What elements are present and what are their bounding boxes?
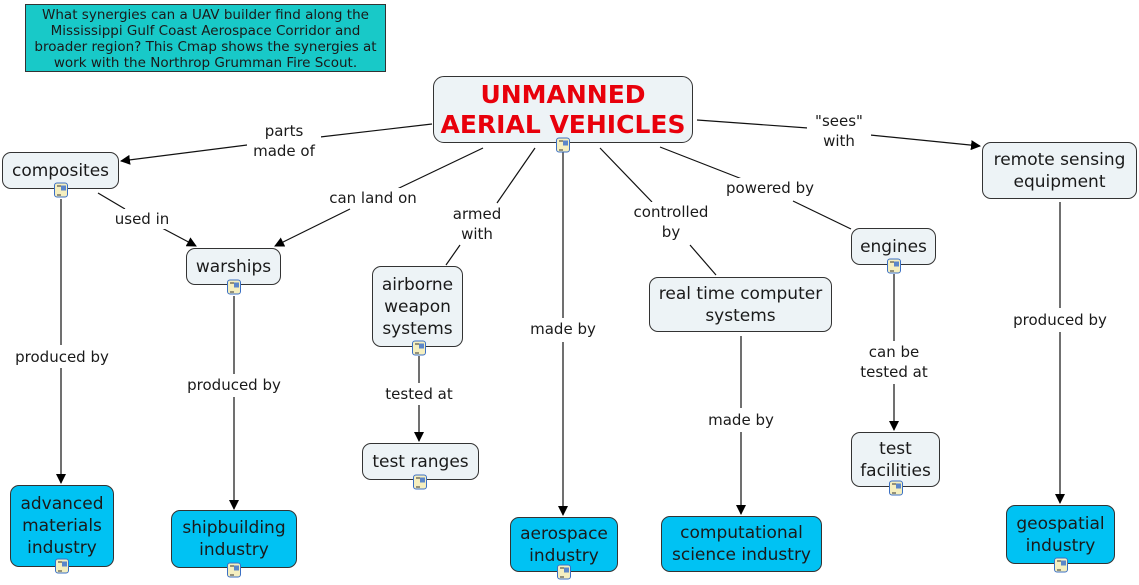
concept-remote-sensing-equipment[interactable]: remote sensing equipment [982, 142, 1137, 199]
link-line [696, 119, 809, 129]
concept-uav[interactable]: UNMANNED AERIAL VEHICLES [433, 76, 693, 143]
link-arrow [869, 134, 981, 151]
concept-aerospace-industry[interactable]: aerospace industry [510, 517, 618, 572]
concept-label: advanced materials industry [20, 494, 104, 558]
link-line [659, 146, 743, 180]
concept-airborne-weapon-systems[interactable]: airborne weapon systems [372, 266, 463, 347]
concept-label: computational science industry [671, 523, 811, 565]
link-line [319, 123, 433, 138]
link-label-can-land-on: can land on [327, 188, 419, 208]
concept-label: shipbuilding industry [182, 518, 286, 560]
concept-label: airborne weapon systems [381, 274, 454, 339]
link-label-produced-by: produced by [1011, 310, 1109, 330]
resource-icon[interactable] [54, 182, 68, 198]
concept-geospatial-industry[interactable]: geospatial industry [1006, 505, 1115, 564]
resource-icon[interactable] [557, 564, 571, 580]
concept-label: warships [195, 256, 272, 277]
concept-test-facilities[interactable]: test facilities [851, 432, 940, 487]
resource-icon[interactable] [227, 562, 241, 578]
link-label-produced-by: produced by [185, 375, 283, 395]
link-line [445, 244, 461, 266]
link-line [792, 200, 852, 230]
resource-icon[interactable] [1054, 557, 1068, 573]
resource-icon[interactable] [413, 474, 427, 490]
concept-label: remote sensing equipment [993, 149, 1126, 192]
concept-label: geospatial industry [1016, 513, 1105, 556]
concept-composites[interactable]: composites [2, 152, 119, 189]
concept-label: UNMANNED AERIAL VEHICLES [440, 79, 686, 139]
resource-icon[interactable] [412, 340, 426, 356]
link-arrow [120, 143, 256, 165]
link-arrow [274, 208, 351, 247]
link-label-powered-by: powered by [724, 178, 816, 198]
concept-shipbuilding-industry[interactable]: shipbuilding industry [171, 510, 297, 568]
link-label-can-be-tested-at: can be tested at [852, 342, 936, 382]
concept-real-time-computer-systems[interactable]: real time computer systems [649, 277, 832, 332]
concept-label: test ranges [372, 451, 469, 472]
link-label-parts-made-of: parts made of [247, 121, 321, 161]
link-label-produced-by: produced by [13, 347, 111, 367]
link-label-made-by: made by [706, 410, 776, 430]
link-label-used-in: used in [112, 209, 172, 229]
resource-icon[interactable] [227, 279, 241, 295]
concept-computational-science-industry[interactable]: computational science industry [661, 516, 822, 572]
link-arrow [161, 227, 197, 247]
concept-label: test facilities [860, 438, 931, 481]
link-line [599, 147, 653, 203]
concept-label: aerospace industry [520, 523, 608, 566]
resource-icon[interactable] [556, 137, 570, 153]
intro-note: What synergies can a UAV builder find al… [25, 4, 386, 72]
concept-label: composites [11, 160, 110, 181]
link-label-controlled-by: controlled by [629, 202, 713, 242]
resource-icon[interactable] [887, 258, 901, 274]
concept-advanced-materials-industry[interactable]: advanced materials industry [10, 485, 114, 567]
link-label-tested-at: tested at [383, 384, 455, 404]
resource-icon[interactable] [889, 480, 903, 496]
concept-test-ranges[interactable]: test ranges [362, 443, 479, 480]
resource-icon[interactable] [55, 558, 69, 574]
link-label-sees-with: "sees" with [807, 111, 871, 151]
link-label-armed-with: armed with [450, 204, 504, 244]
link-line [496, 147, 536, 204]
link-line [97, 192, 126, 210]
link-label-made-by: made by [528, 319, 598, 339]
concept-label: engines [860, 236, 927, 257]
concept-label: real time computer systems [658, 283, 823, 326]
link-line [394, 147, 484, 191]
link-line [689, 244, 717, 276]
